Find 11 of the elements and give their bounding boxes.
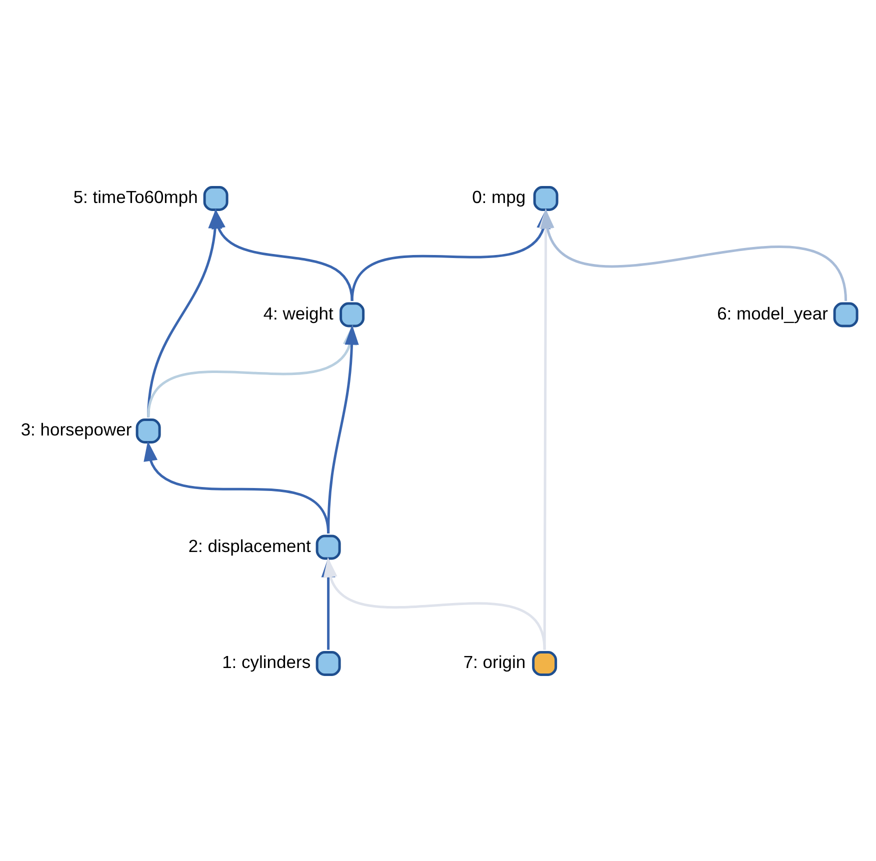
node-label: 2: displacement	[188, 535, 311, 556]
node-label: 3: horsepower	[20, 419, 132, 440]
arrow	[212, 208, 354, 301]
node-label: 1: cylinders	[222, 652, 311, 672]
node-label: 5: timeTo60mph	[73, 186, 198, 207]
node-label: 4: weight	[263, 302, 334, 323]
node-label: 7: origin	[463, 652, 526, 672]
node-label: 0: mpg	[472, 186, 526, 207]
node-label: 6: model_year	[717, 302, 828, 323]
arrow	[540, 208, 848, 301]
arrow	[323, 556, 546, 650]
